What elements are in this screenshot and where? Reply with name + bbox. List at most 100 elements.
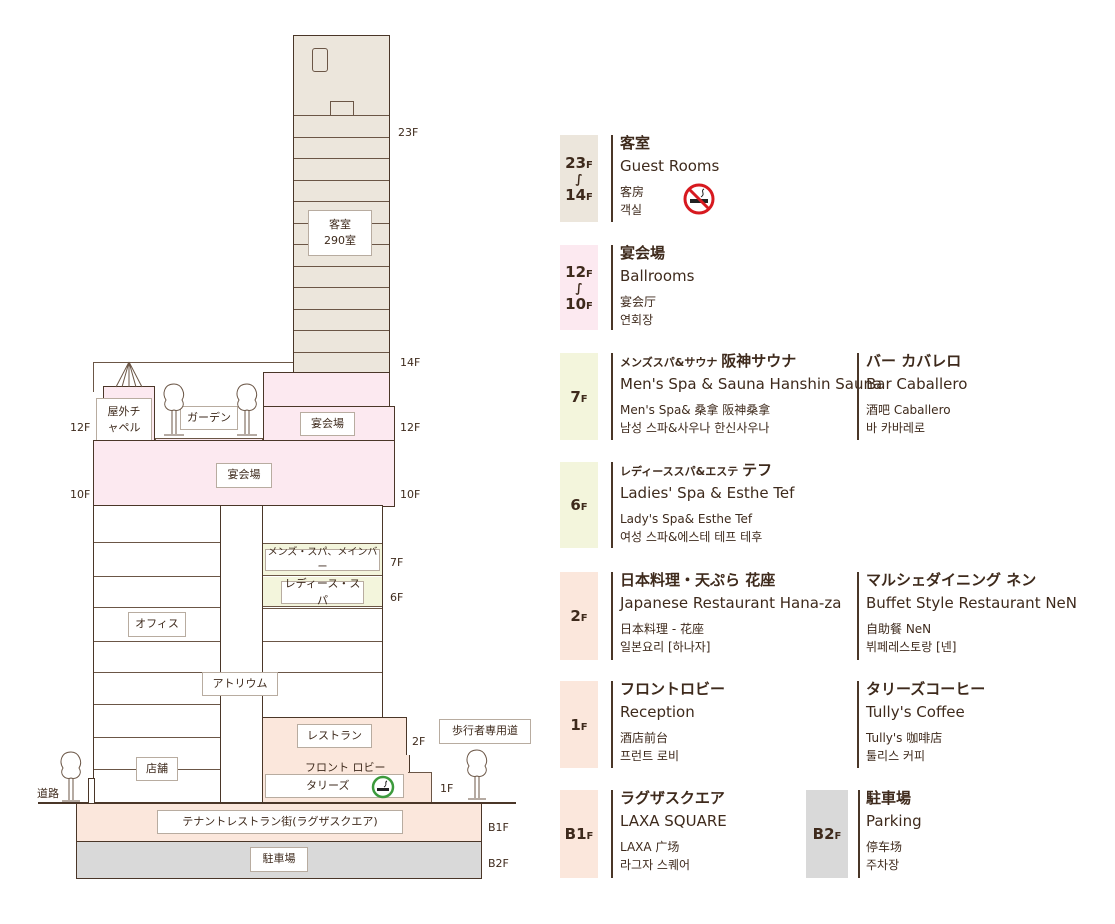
floor-number-wrap: B2F [813, 825, 842, 843]
no-smoking-icon [683, 183, 715, 215]
entry-name-jp: テフ [742, 461, 773, 479]
floor-line [94, 737, 220, 738]
floor-badge: 12F∫10F [560, 245, 598, 330]
floor-label-12f: 12F [70, 421, 91, 434]
floor-label-b1f: B1F [488, 821, 509, 834]
entry-name-en: Men's Spa & Sauna Hanshin Sauna [620, 374, 883, 393]
entry-name-kr: 일본요리 [하나자] [620, 640, 711, 654]
road-label: 道路 [37, 787, 59, 800]
range-tilde-icon: ∫ [575, 171, 583, 186]
tree-icon [466, 749, 488, 800]
entry-name-cn: 日本料理 - 花座 [620, 622, 704, 636]
floor-label-10f: 10F [400, 488, 421, 501]
floor-label-b2f: B2F [488, 857, 509, 870]
floor-unit: F [580, 502, 588, 513]
entry-name-kr: 연회장 [620, 313, 654, 327]
divider [611, 462, 613, 548]
tower-rooms-count: 290室 [324, 234, 356, 247]
entry-name-kr: 라그자 스퀘어 [620, 858, 691, 872]
floor-number: B1 [564, 825, 587, 843]
floor-label-23f: 23F [398, 126, 419, 139]
divider [857, 353, 859, 440]
entry-title-jp: メンズスパ&サウナ 阪神サウナ [620, 350, 882, 373]
floor-to: 10F [565, 295, 593, 313]
entry-name-jp: タリーズコーヒー [866, 680, 986, 698]
divider [611, 790, 613, 878]
entry-name-jp: バー カバレロ [866, 352, 962, 370]
entry-name-kr: 툴리스 커피 [866, 749, 926, 763]
atrium-column [220, 505, 264, 805]
floor-badge: 23F∫14F [560, 135, 598, 222]
floor-label-7f: 7F [390, 556, 404, 569]
floor-line [294, 265, 389, 267]
garden-label: ガーデン [180, 406, 238, 430]
floor-line [294, 158, 389, 159]
floor-line [94, 576, 220, 577]
entry-title-jp: 客室 [620, 132, 719, 155]
front-lobby-label: フロント ロビー [305, 761, 386, 774]
floor-line [294, 287, 389, 288]
floor-line [263, 641, 382, 642]
entry-name-cn: 酒吧 Caballero [866, 403, 951, 417]
floor-unit: F [586, 268, 593, 280]
entry-name-en: Ballrooms [620, 266, 695, 285]
entry-title-jp: 駐車場 [866, 787, 922, 810]
floor-unit: F [586, 191, 593, 203]
floor-unit: F [586, 300, 593, 312]
entry-name-kr: 여성 스파&에스테 테프 테후 [620, 530, 763, 544]
ladies-spa-label: レディース・スパ [281, 577, 364, 607]
entry-name-kr: 바 카바레로 [866, 421, 926, 435]
office-wing [93, 505, 222, 805]
floor-line [294, 351, 389, 353]
atrium-label: アトリウム [202, 672, 278, 696]
floor-label-1f: 1F [440, 782, 454, 795]
divider [611, 135, 613, 222]
chapel-label: 屋外チャペル [96, 398, 152, 442]
tree-icon [236, 383, 258, 436]
entry-subtitle-jp: レディーススパ&エステ [620, 465, 739, 478]
floor-number: 2 [570, 607, 581, 625]
shop-label: 店舗 [136, 757, 178, 781]
entry-name-en: Japanese Restaurant Hana-za [620, 593, 842, 612]
floor-badge: 1F [560, 681, 598, 768]
smoking-area-icon [371, 775, 395, 799]
divider [611, 572, 613, 660]
floor-line [294, 179, 389, 181]
floor-unit: F [586, 159, 593, 171]
mens-spa-label: メンズ・スパ、メインバー [265, 547, 380, 573]
entry-name-cn: Lady's Spa& Esthe Tef [620, 512, 753, 526]
tower-roof-step [330, 101, 354, 115]
entry-name-cn: 自助餐 NeN [866, 622, 932, 636]
floor-unit: F [580, 613, 588, 624]
entry-name-kr: 뷔페레스토랑 [넨] [866, 640, 957, 654]
entry-name-jp: 阪神サウナ [721, 352, 797, 370]
entry-name-jp: 宴会場 [620, 244, 666, 262]
floor-number-wrap: B1F [565, 825, 594, 843]
floor-from: 12F [565, 263, 593, 281]
office-label: オフィス [128, 612, 186, 637]
floor-number: 23 [565, 153, 587, 172]
floor-number: 10 [565, 294, 587, 313]
entry-name-en: Tully's Coffee [866, 702, 965, 721]
entry-name-cn: Men's Spa& 桑拿 阪神桑拿 [620, 403, 771, 417]
restaurant-label: レストラン [297, 724, 372, 748]
floor-badge: B2F [806, 790, 848, 878]
floor-number-wrap: 1F [570, 716, 587, 734]
divider [611, 353, 613, 440]
entry-subtitle-jp: メンズスパ&サウナ [620, 356, 718, 369]
tenant-label: テナントレストラン街(ラグザスクエア) [157, 810, 403, 834]
floor-line [294, 308, 389, 310]
ballroom-12f-label: 宴会場 [300, 412, 355, 436]
floor-badge: 6F [560, 462, 598, 548]
divider [857, 572, 859, 660]
parking-label: 駐車場 [250, 847, 308, 872]
entry-name-kr: 주차장 [866, 858, 900, 872]
floor-from: 23F [565, 154, 593, 172]
